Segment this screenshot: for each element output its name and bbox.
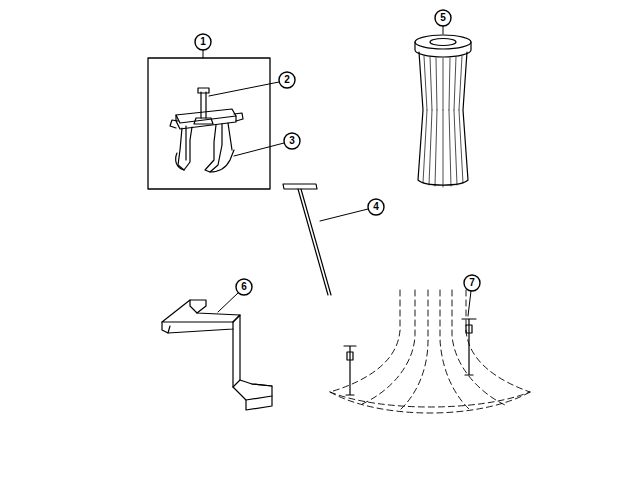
callout-number: 6 bbox=[237, 280, 251, 294]
callout-number: 1 bbox=[196, 35, 210, 49]
callout-number: 7 bbox=[465, 276, 479, 290]
agitator-outline bbox=[330, 290, 530, 413]
callout-circles bbox=[195, 10, 480, 295]
callout-number: 4 bbox=[369, 200, 383, 214]
callout-number: 3 bbox=[285, 134, 299, 148]
mounting-bracket bbox=[162, 300, 272, 410]
leader-lines bbox=[203, 26, 471, 316]
kit-box bbox=[148, 58, 270, 189]
puller-tool bbox=[170, 88, 243, 172]
t-handle-wrench bbox=[283, 184, 331, 295]
agitator-clips bbox=[344, 319, 476, 395]
callout-number: 5 bbox=[436, 11, 450, 25]
callout-number: 2 bbox=[280, 73, 294, 87]
filter-cartridge bbox=[415, 35, 471, 187]
